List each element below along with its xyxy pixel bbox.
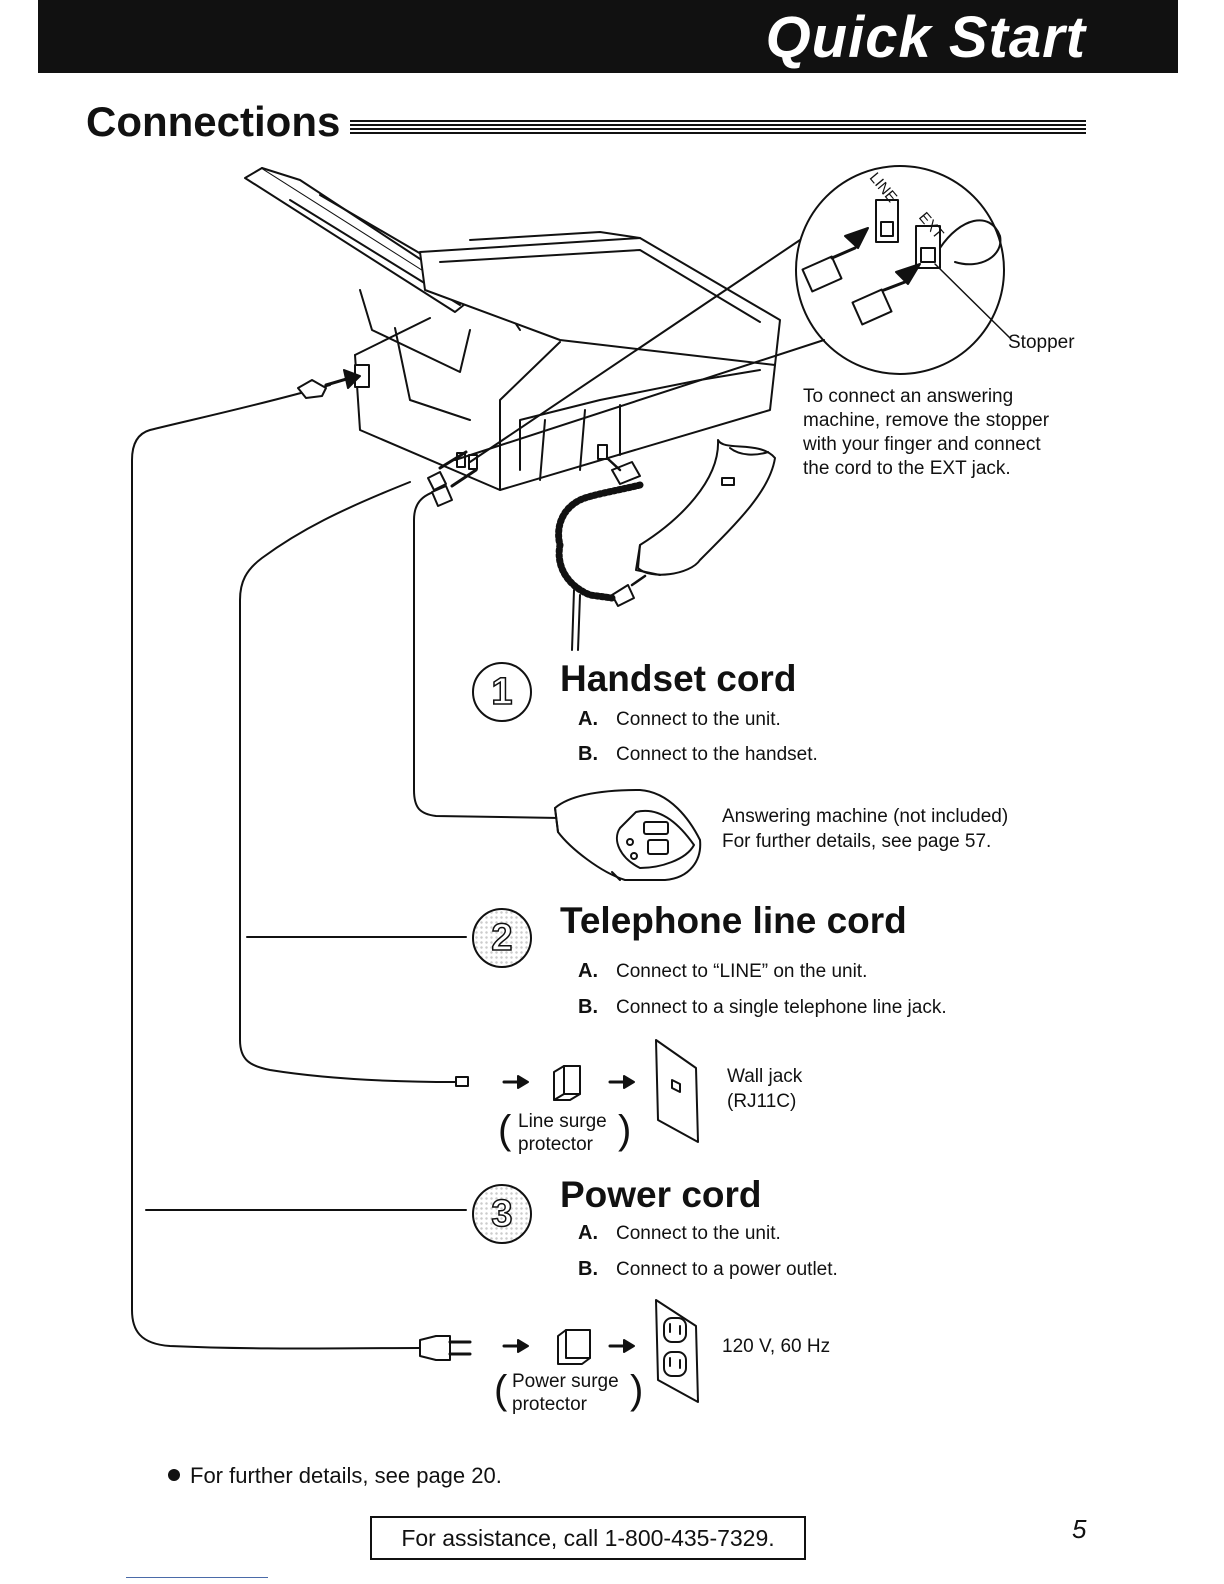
power-surge-protector-label: ( Power surge protector ) xyxy=(494,1368,644,1415)
step-2-item-b: B.Connect to a single telephone line jac… xyxy=(578,996,947,1018)
jack-callout xyxy=(454,165,1011,463)
handset-illustration xyxy=(555,439,776,651)
telephone-line-cord xyxy=(239,481,457,1083)
page-number: 5 xyxy=(1072,1514,1087,1544)
power-outlet-label: 120 V, 60 Hz xyxy=(722,1336,831,1357)
step-2-item-a: A.Connect to “LINE” on the unit. xyxy=(578,960,868,982)
step-3-item-b: B.Connect to a power outlet. xyxy=(578,1258,838,1280)
title-rule xyxy=(350,120,1086,134)
step-1-item-a: A.Connect to the unit. xyxy=(578,708,781,730)
stopper-label: Stopper xyxy=(1008,332,1075,353)
step-2-title: Telephone line cord xyxy=(560,900,907,941)
bullet-icon xyxy=(168,1469,180,1481)
banner-title: Quick Start xyxy=(765,5,1086,70)
assistance-box: For assistance, call 1-800-435-7329. xyxy=(370,1516,806,1560)
step-3-item-a: A.Connect to the unit. xyxy=(578,1222,781,1244)
answering-machine-details: For further details, see page 57. xyxy=(722,831,992,852)
answering-machine-cord xyxy=(413,489,561,819)
fax-machine-illustration xyxy=(244,167,781,491)
answering-machine-label: Answering machine (not included) xyxy=(722,806,1009,827)
answering-machine-illustration xyxy=(554,789,702,881)
step-2-number: 2 xyxy=(472,908,532,968)
step-1-title: Handset cord xyxy=(560,658,797,699)
further-details-note: For further details, see page 20. xyxy=(168,1463,502,1489)
step-3-number: 3 xyxy=(472,1184,532,1244)
step-3-title: Power cord xyxy=(560,1174,762,1215)
line-surge-protector-label: ( Line surge protector ) xyxy=(498,1108,632,1155)
power-cord xyxy=(131,384,421,1350)
header-banner: Quick Start xyxy=(38,0,1178,73)
footer-line xyxy=(126,1577,268,1578)
step-1-number: 1 xyxy=(472,662,532,722)
step-1-item-b: B.Connect to the handset. xyxy=(578,743,818,765)
section-title: Connections xyxy=(86,98,341,145)
wall-jack-label: Wall jack xyxy=(727,1066,803,1087)
wall-jack-type: (RJ11C) xyxy=(727,1091,797,1112)
